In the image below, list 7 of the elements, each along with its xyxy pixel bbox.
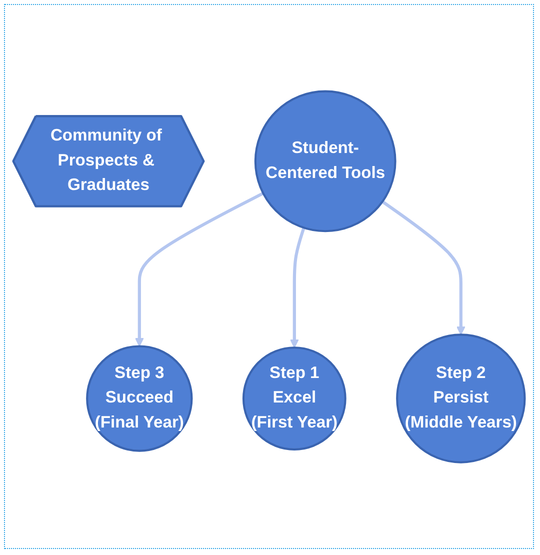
arrow bbox=[134, 192, 264, 346]
arrow bbox=[290, 226, 306, 348]
node-circle: Step 3 Succeed (Final Year) bbox=[86, 344, 193, 452]
node-circle: Student-Centered Tools bbox=[254, 90, 396, 232]
node-circle: Step 1 Excel (First Year) bbox=[242, 346, 346, 450]
arrow bbox=[382, 200, 466, 335]
node-circle: Step 2 Persist (Middle Years) bbox=[396, 333, 526, 464]
